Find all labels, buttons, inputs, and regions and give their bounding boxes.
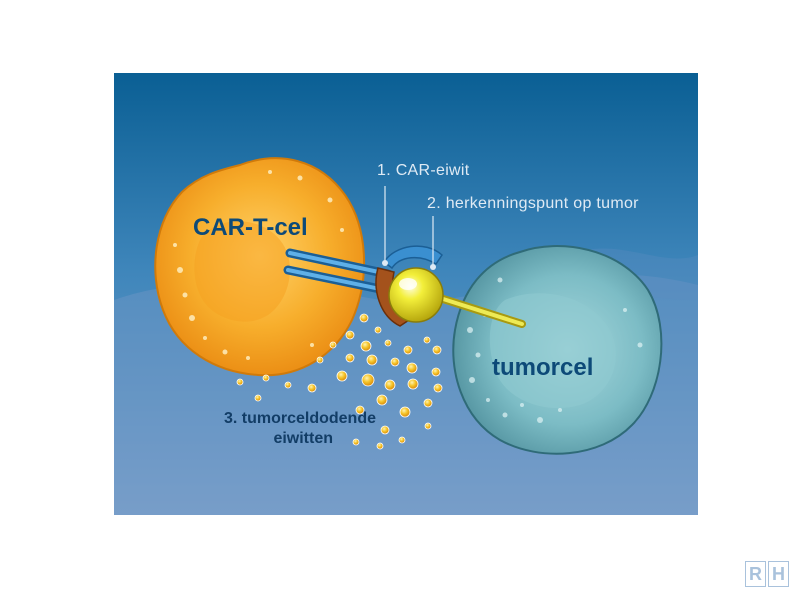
protein-particle [380,425,390,435]
protein-particle [345,330,355,340]
callout-recognition-point: 2. herkenningspunt op tumor [427,195,639,212]
protein-particle [398,436,406,444]
tumor-cell [452,245,663,455]
protein-particle [345,353,355,363]
protein-particle [424,422,432,430]
protein-particle [359,313,369,323]
protein-particle [406,362,418,374]
protein-particle [254,394,262,402]
protein-particle [352,438,360,446]
callout-leaders [382,186,436,270]
callout-car-protein: 1. CAR-eiwit [377,162,470,179]
car-t-cell [154,157,366,377]
protein-particle [374,326,382,334]
protein-particle [384,379,396,391]
protein-particle [236,378,244,386]
callout-proteins-line-1: 3. tumorceldodende [224,410,376,427]
protein-particle [423,398,433,408]
protein-particle [361,373,375,387]
protein-particle [376,394,388,406]
recognition-point [388,267,526,328]
logo-letter: R [745,561,766,587]
protein-particle [366,354,378,366]
protein-particle [262,374,270,382]
protein-particle [355,405,365,415]
protein-particle [384,339,392,347]
protein-particle [431,367,441,377]
protein-particle [423,336,431,344]
protein-particle [336,370,348,382]
protein-particle [399,406,411,418]
protein-particle [432,345,442,355]
protein-particle [407,378,419,390]
protein-particle [284,381,292,389]
callout-proteins-line-2: eiwitten [273,430,333,447]
protein-particle [329,341,337,349]
tumor-cell-label: tumorcel [492,354,593,381]
protein-particle [403,345,413,355]
protein-particle [360,340,372,352]
protein-particle [433,383,443,393]
car-t-cell-label: CAR-T-cel [193,214,308,241]
protein-particle [390,357,400,367]
protein-particle [316,356,324,364]
protein-particle [376,442,384,450]
rh-logo: R H [745,561,789,587]
logo-letter: H [768,561,789,587]
protein-particle [307,383,317,393]
tumor-killing-proteins [236,313,443,450]
